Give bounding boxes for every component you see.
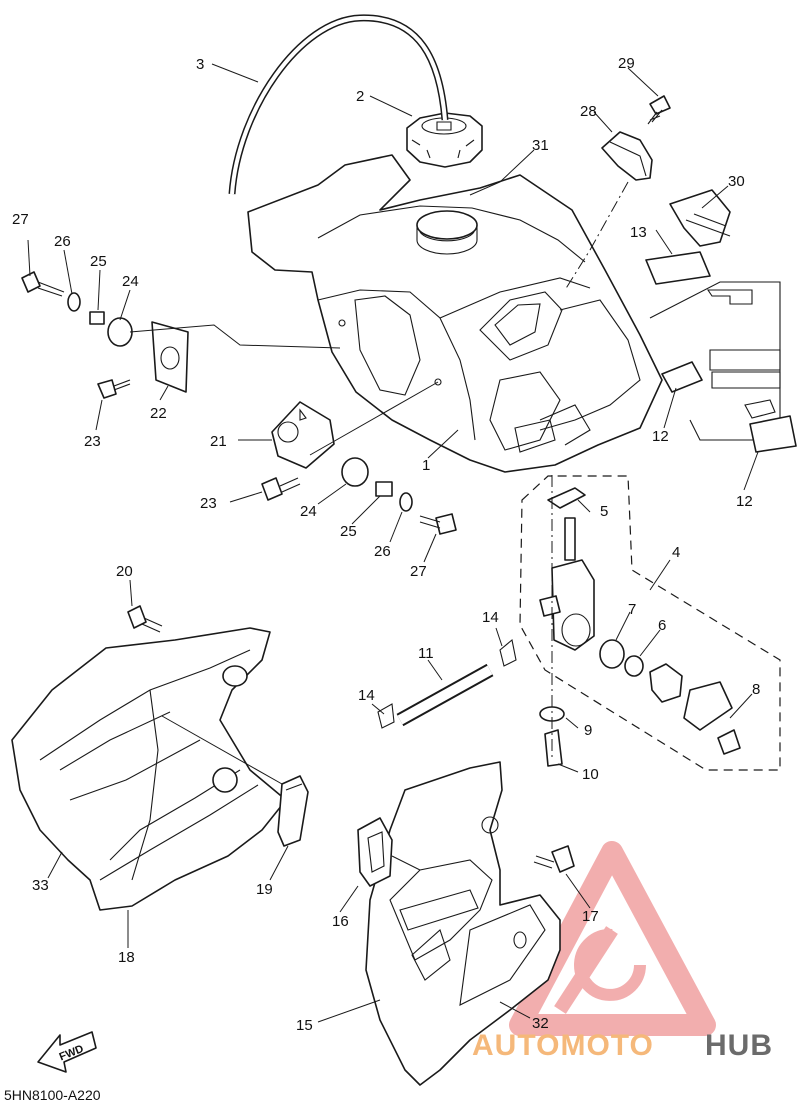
callout-3: 3: [196, 56, 204, 73]
callout-29: 29: [618, 55, 635, 72]
assembly-4-boundary: [519, 475, 781, 771]
clip-30: [669, 189, 731, 247]
callout-11: 11: [418, 645, 434, 662]
callout-23-lower: 23: [200, 495, 217, 512]
callout-26-lower: 26: [374, 543, 391, 560]
callout-21: 21: [210, 433, 227, 450]
callout-13: 13: [630, 224, 647, 241]
callout-30: 30: [728, 173, 745, 190]
callout-22: 22: [150, 405, 167, 422]
callout-25-lower: 25: [340, 523, 357, 540]
callout-24-upper: 24: [122, 273, 139, 290]
callout-1: 1: [422, 457, 430, 474]
cover-left-guide: [161, 715, 283, 785]
fuel-cock: [377, 487, 741, 767]
callout-5: 5: [600, 503, 608, 520]
callout-17: 17: [582, 908, 599, 925]
callout-25-upper: 25: [90, 253, 107, 270]
callout-28: 28: [580, 103, 597, 120]
callout-10: 10: [582, 766, 599, 783]
callout-14-lower: 14: [358, 687, 375, 704]
centerline-31: [564, 181, 629, 291]
callout-18: 18: [118, 949, 135, 966]
callout-12-right: 12: [736, 493, 753, 510]
bolt-29: [647, 95, 671, 125]
watermark-text-primary: AUTOMOTO: [472, 1029, 654, 1062]
decal-pad-left: [661, 361, 703, 393]
fuel-tank: [247, 154, 663, 473]
callout-2: 2: [356, 88, 364, 105]
callout-23-upper: 23: [84, 433, 101, 450]
diagram-code: 5HN8100-A220: [4, 1087, 101, 1103]
mount-left-upper: [21, 271, 341, 399]
decal-group: [645, 189, 797, 453]
callout-27-upper: 27: [12, 211, 29, 228]
callout-labels: 1 2 3 4 5 6 7 8 9 10 11 12 12 13 14 14 1…: [12, 55, 760, 1034]
breather-hose: [228, 14, 449, 195]
mount-left-lower: [261, 457, 457, 535]
callout-6: 6: [658, 617, 666, 634]
callout-32: 32: [532, 1015, 549, 1032]
callout-8: 8: [752, 681, 760, 698]
side-cover-right: [357, 761, 575, 1086]
watermark-logo: [509, 841, 716, 1036]
bracket-21: [271, 401, 335, 469]
fwd-arrow-icon: FWD: [37, 1031, 97, 1073]
callout-12-left: 12: [652, 428, 669, 445]
callout-20: 20: [116, 563, 133, 580]
callout-31: 31: [532, 137, 549, 154]
callout-33: 33: [32, 877, 49, 894]
mount-guide-line: [309, 381, 439, 456]
callout-15: 15: [296, 1017, 313, 1034]
decal-pad-right: [749, 415, 797, 453]
callout-9: 9: [584, 722, 592, 739]
callout-19: 19: [256, 881, 273, 898]
fuel-hose-11-inner: [397, 665, 493, 725]
bracket-28: [601, 131, 653, 181]
callout-26-upper: 26: [54, 233, 71, 250]
callout-14-upper: 14: [482, 609, 499, 626]
side-cover-left: [11, 605, 309, 911]
leader-lines: [27, 63, 759, 1023]
callout-27-lower: 27: [410, 563, 427, 580]
callout-7: 7: [628, 601, 636, 618]
decal-13: [645, 251, 711, 285]
fuel-cap: [406, 112, 483, 168]
watermark-text-secondary: HUB: [705, 1029, 773, 1062]
callout-24-lower: 24: [300, 503, 317, 520]
cover-right-guide: [391, 855, 421, 871]
breather-hose-inner: [230, 15, 447, 195]
callout-16: 16: [332, 913, 349, 930]
callout-4: 4: [672, 544, 680, 561]
